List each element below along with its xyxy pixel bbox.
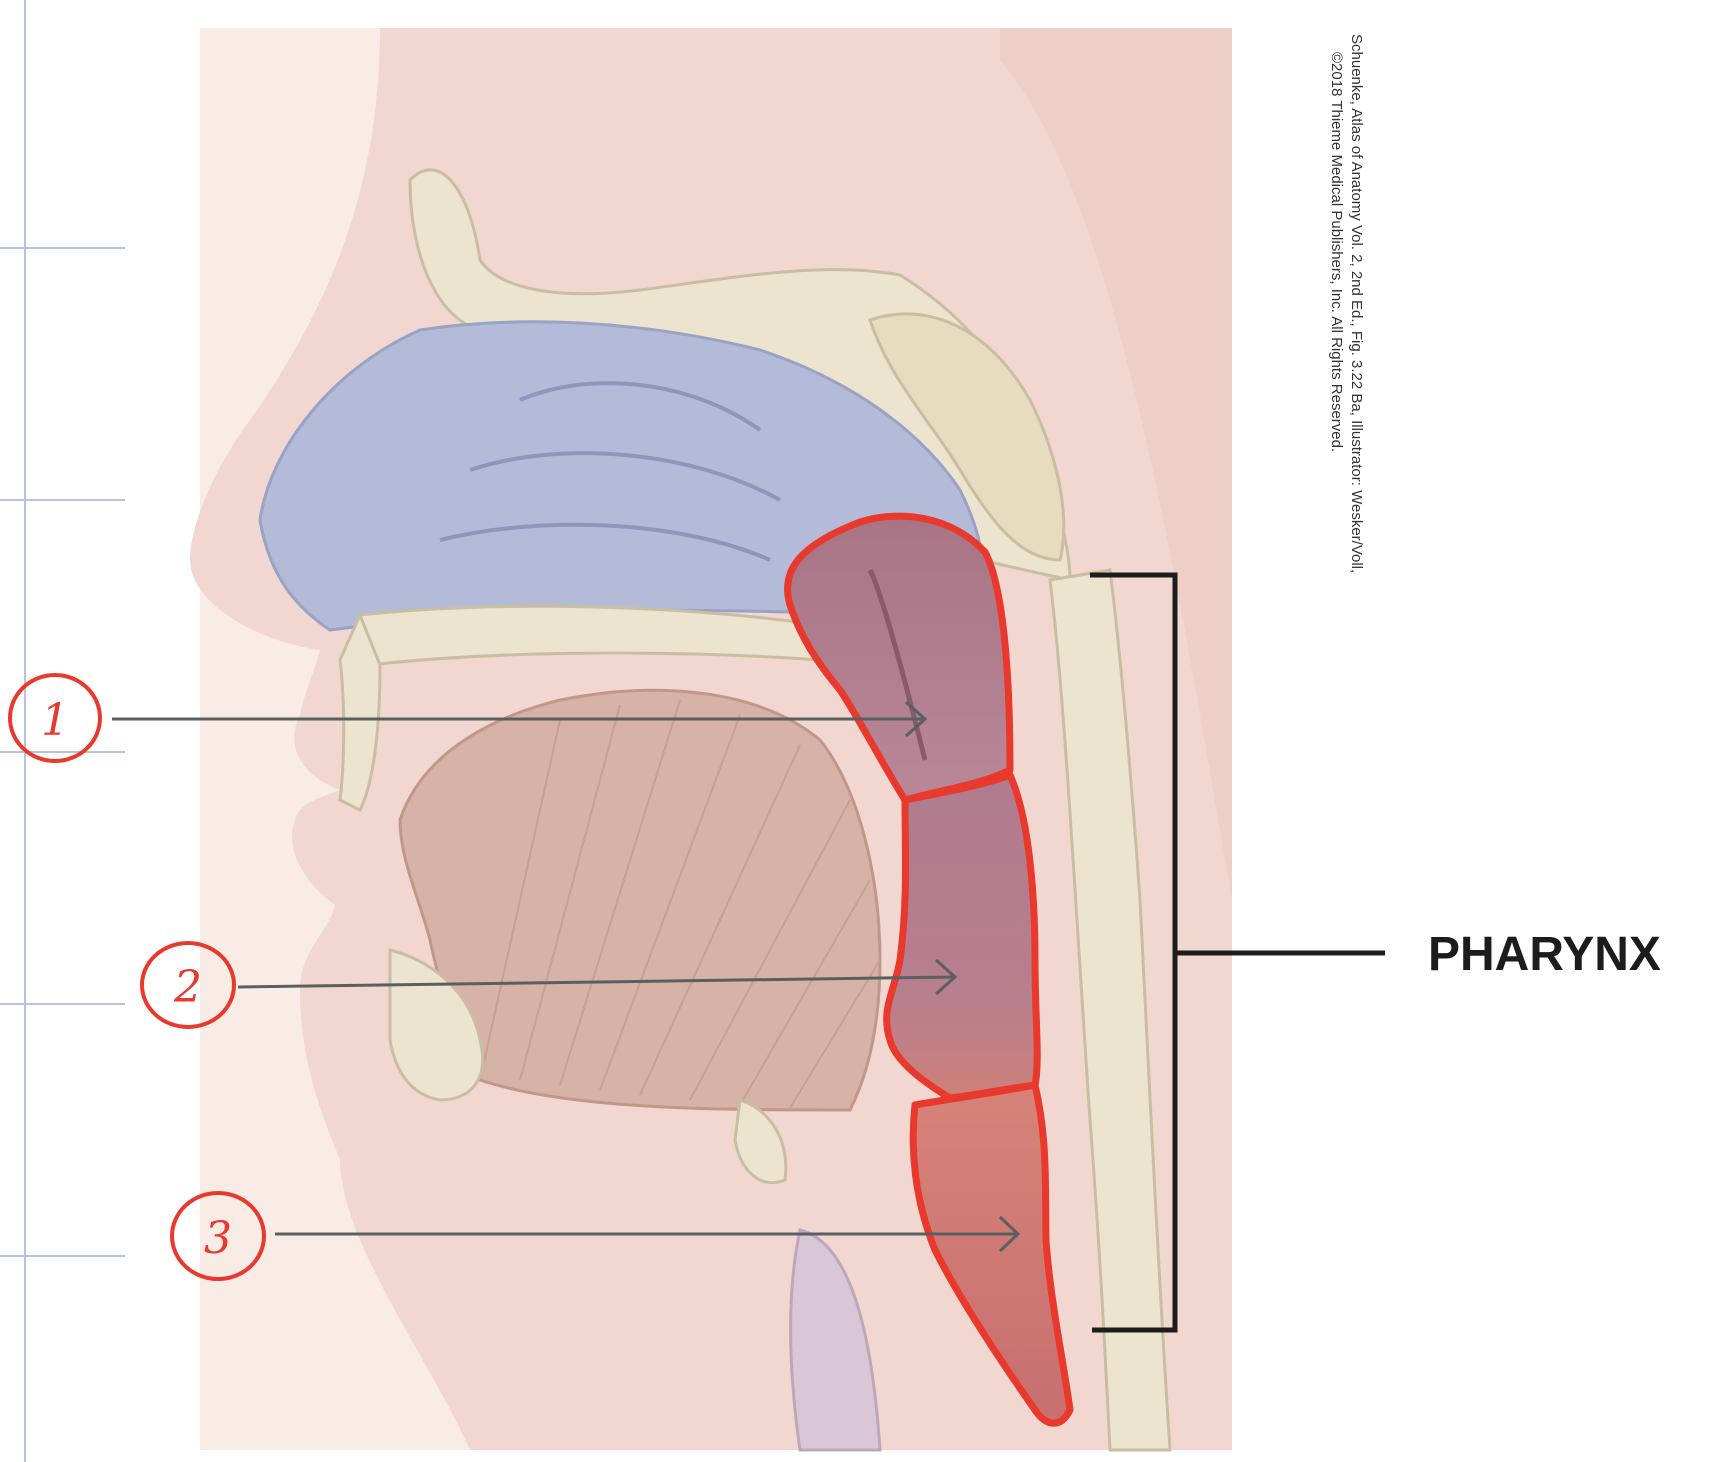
- hyoid-region: [733, 1097, 788, 1185]
- anatomy-illustration: [190, 28, 1232, 1452]
- label-3-arrowhead: [998, 1215, 1021, 1253]
- label-1-number: 1: [41, 695, 69, 746]
- label-2-number: 2: [173, 962, 202, 1013]
- mandible: [388, 948, 485, 1102]
- face-shadow: [1000, 28, 1232, 900]
- pharynx-bracket: PHARYNX: [1090, 572, 1661, 1333]
- pharynx-regions: [784, 512, 1074, 1427]
- label-1: 1: [8, 673, 928, 763]
- upper-lip-bone: [338, 611, 382, 813]
- label-2: 2: [140, 941, 958, 1029]
- nasopharynx-fold: [867, 568, 928, 761]
- turbinate-middle: [469, 451, 781, 502]
- notebook-rules: [0, 0, 125, 1462]
- label-2-circle: [140, 941, 236, 1029]
- credit-line-2: ©2018 Thieme Medical Publishers, Inc. Al…: [1328, 52, 1345, 452]
- label-2-arrowhead: [934, 958, 958, 996]
- larynx: [789, 1228, 882, 1452]
- pharynx-label: PHARYNX: [1428, 928, 1661, 981]
- label-2-arrow-shaft: [237, 975, 956, 989]
- laryngopharynx-region: [909, 1081, 1074, 1427]
- turbinate-upper: [519, 381, 762, 432]
- turbinate-lower: [439, 522, 771, 562]
- label-1-arrowhead: [904, 700, 928, 738]
- sphenoid-sinus: [868, 312, 1066, 562]
- label-1-circle: [8, 673, 102, 763]
- label-3-number: 3: [204, 1213, 232, 1264]
- oropharynx-region: [883, 771, 1041, 1102]
- cervical-spine: [1048, 568, 1172, 1452]
- label-3: 3: [170, 1191, 1021, 1281]
- figure-credit: Schuenke, Atlas of Anatomy Vol. 2, 2nd E…: [1328, 34, 1365, 573]
- tongue-fibers: [479, 699, 881, 1109]
- credit-line-1: Schuenke, Atlas of Anatomy Vol. 2, 2nd E…: [1348, 34, 1365, 573]
- label-3-circle: [170, 1191, 266, 1281]
